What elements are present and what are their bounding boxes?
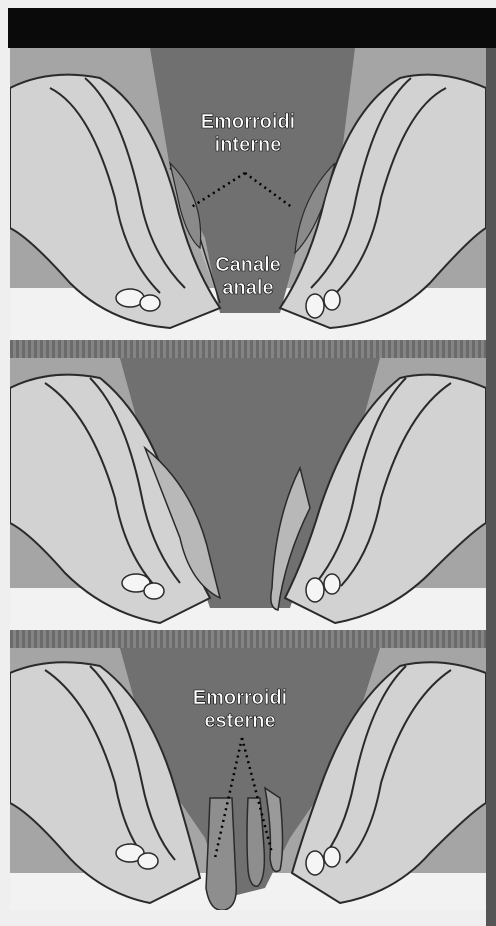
panel-3-illustration: Emorroidi esterne: [10, 648, 486, 910]
label-emorroidi-esterne-line2: esterne: [204, 710, 275, 732]
panel-3-external-hemorrhoids: Emorroidi esterne: [10, 648, 486, 910]
panel-2-illustration: [10, 358, 486, 630]
panel-1-illustration: Emorroidi interne Canale anale: [10, 48, 486, 340]
panel-2-prolapse: [10, 358, 486, 630]
label-emorroidi-esterne-line1: Emorroidi: [193, 687, 287, 709]
external-hemorrhoid-2: [247, 798, 264, 886]
label-canale-anale-line2: anale: [222, 277, 273, 299]
header-bar: [8, 8, 496, 48]
right-border: [486, 48, 496, 926]
label-emorroidi-interne-line1: Emorroidi: [201, 111, 295, 133]
label-emorroidi-interne-line2: interne: [215, 134, 282, 156]
divider-2: [10, 630, 486, 648]
panel-1-internal-hemorrhoids: Emorroidi interne Canale anale: [10, 48, 486, 340]
divider-1: [10, 340, 486, 358]
label-canale-anale-line1: Canale: [215, 254, 281, 276]
external-hemorrhoid-1: [206, 798, 236, 910]
